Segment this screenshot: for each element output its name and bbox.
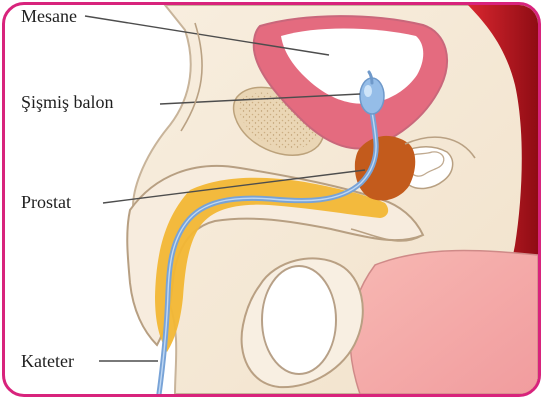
pelvic-floor-tissue [350, 251, 538, 394]
label-prostate: Prostat [21, 193, 71, 211]
label-inflated-balloon: Şişmiş balon [21, 93, 114, 111]
testis [262, 266, 336, 374]
label-bladder: Mesane [21, 7, 77, 25]
label-catheter: Kateter [21, 352, 74, 370]
anatomy-illustration [5, 5, 538, 394]
